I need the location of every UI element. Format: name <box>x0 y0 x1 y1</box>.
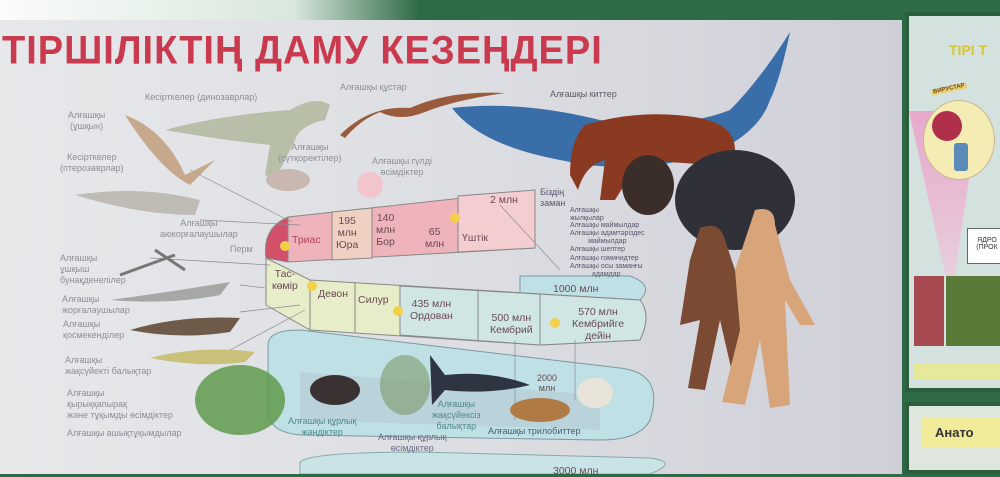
early-mammal-illustration <box>266 169 310 191</box>
chimpanzee-illustration <box>622 155 674 215</box>
label-first-jawed-fish: Алғашқы жақсүйекті балықтар <box>65 355 152 376</box>
swordfish-illustration <box>430 355 530 405</box>
dinosaur-illustration <box>165 101 330 180</box>
list-item: Алғашқы жылқылар <box>570 207 604 222</box>
label-first-ferns: Алғашқы қырыққапырақ және тұқымды өсімді… <box>67 388 173 420</box>
jawed-fish-illustration <box>150 349 255 365</box>
ribbon-band-jura <box>331 207 373 261</box>
marker-dot <box>280 241 290 251</box>
period-trias: Триас <box>292 234 321 246</box>
trilobite-illustration <box>510 398 570 422</box>
jellyfish-illustration <box>577 378 613 408</box>
photo-flower <box>914 276 944 346</box>
period-taskomir: Тас- көмір <box>272 268 298 293</box>
label-first-flying: Алғашқы (ұшқын) <box>68 110 106 131</box>
marker-dot <box>393 306 403 316</box>
period-kembriy: 500 млн Кембрий <box>490 312 533 337</box>
ribbon-band-precambrian-lower <box>299 451 666 474</box>
period-silur: Силур <box>358 294 389 306</box>
scorpion-illustration <box>310 375 360 405</box>
period-2mln: 2 млн <box>490 194 518 206</box>
marker-dot <box>450 213 460 223</box>
yellow-bar <box>914 364 1000 380</box>
period-pre-kembriy: 570 млн Кембрийге дейін <box>572 306 625 343</box>
label-first-flying-insects: Алғашқы ұшқыш бунақденелілер <box>60 253 126 285</box>
viruses-label: ВИРУСТАР <box>930 82 968 96</box>
label-perm: Перм <box>230 244 253 254</box>
label-first-whales: Алғашқы киттер <box>550 89 617 99</box>
period-devon: Девон <box>318 288 349 300</box>
marker-dot <box>550 318 560 328</box>
label-land-insects: Алғашқы құрлық жәндіктер <box>288 416 357 437</box>
reptile-illustration <box>75 191 200 215</box>
period-jura: 195 млн Юра <box>336 215 359 252</box>
right-poster-panel: ТІРІ Т ВИРУСТАР ЯДРО (ПРОК <box>905 12 1000 392</box>
virus-icon <box>932 111 962 141</box>
period-65mln: 65 млн <box>425 226 445 251</box>
list-item: Алғашқы осы заманғы адамдар <box>570 263 643 278</box>
bacteriophage-icon <box>954 143 968 171</box>
list-item: Алғашқы маймылдар <box>570 222 640 229</box>
label-dinosaurs: Кесірткелер (динозаврлар) <box>145 92 258 102</box>
period-markers <box>280 213 560 328</box>
period-2000mln: 2000 млн <box>537 373 558 394</box>
period-1000mln: 1000 млн <box>553 283 599 295</box>
marker-dot <box>307 281 317 291</box>
anatomy-label: Анато <box>921 418 1000 448</box>
ribbon-left-cap <box>264 216 289 263</box>
label-pterosaurs: Кесірткелер (птерозаврлар) <box>60 152 124 173</box>
list-item: Алғашқы гоминидтер <box>570 255 639 262</box>
label-first-gymnosperms: Алғашқы ашықтұқымдылар <box>67 428 182 438</box>
label-trilobites: Алғашқы трилобиттер <box>488 426 581 436</box>
ribbon-band-cambrian <box>399 285 647 346</box>
fern-illustration <box>195 365 285 435</box>
lizard-illustration <box>110 282 230 302</box>
label-jawless-fish: Алғашқы жақсүйексіз балықтар <box>432 399 481 431</box>
list-item: Алғашқы шептер <box>570 246 626 253</box>
ribbon-band-cenozoic <box>457 189 536 253</box>
list-item: Алғашқы адамтәріздес маймылдар <box>570 230 645 245</box>
label-land-plants: Алғашқы құрлық өсімдіктер <box>378 432 447 453</box>
label-first-birds: Алғашқы құстар <box>340 82 407 92</box>
modern-human-illustration <box>722 209 815 408</box>
right-panel-title: ТІРІ Т <box>949 42 988 58</box>
photo-plant <box>946 276 1000 346</box>
period-ordovan: 435 млн Ордован <box>410 298 453 323</box>
prokaryote-box: ЯДРО (ПРОК <box>967 228 1000 264</box>
period-bor: 140 млн Бор <box>376 212 396 249</box>
label-first-mammals: Алғашқы (сүтқоректілер) <box>278 142 342 163</box>
label-first-reptiles: Алғашқы жорғалаушылар <box>62 294 130 315</box>
label-our-era: Біздің заман <box>540 187 566 208</box>
amphibian-illustration <box>130 317 240 336</box>
pterosaur-illustration <box>125 115 215 185</box>
land-plant-illustration <box>380 355 430 415</box>
period-dividers <box>309 280 541 345</box>
label-first-flowering: Алғашқы гүлді өсімдіктер <box>372 156 432 177</box>
period-ushtik: Үштік <box>462 232 488 244</box>
right-lower-panel: Анато <box>905 402 1000 474</box>
label-first-reptile-like: Алғашқы аюкорғалаушылар <box>160 218 238 239</box>
page-title: ТІРШІЛІКТІҢ ДАМУ КЕЗЕҢДЕРІ <box>2 28 603 74</box>
period-3000mln: 3000 млн <box>553 465 599 477</box>
label-first-amphibians: Алғашқы қосмекенділер <box>63 319 125 340</box>
virus-circle <box>923 100 995 180</box>
early-hominid-illustration <box>680 225 750 390</box>
dragonfly-illustration <box>119 248 186 277</box>
flower-illustration <box>357 172 383 198</box>
